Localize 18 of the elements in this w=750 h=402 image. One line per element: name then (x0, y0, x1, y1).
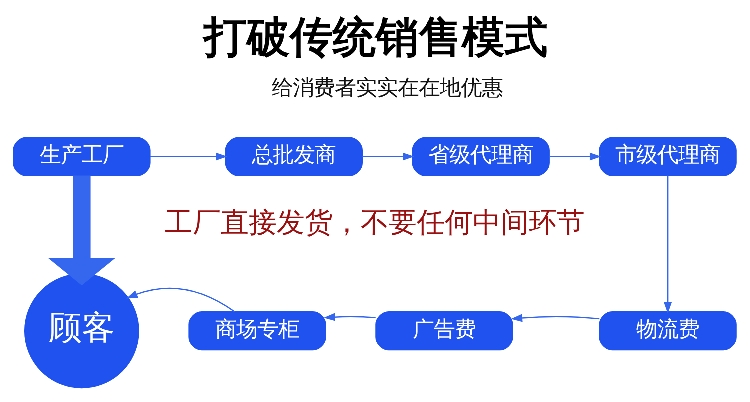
arrow (126, 288, 236, 312)
node-box: 市级代理商 (599, 137, 737, 176)
node-box: 生产工厂 (13, 137, 151, 176)
node-box: 省级代理商 (412, 137, 550, 176)
node-box: 物流费 (599, 312, 737, 351)
node-box: 总批发商 (225, 137, 363, 176)
label: 工厂直接发货，不要任何中间环节 (165, 206, 585, 240)
arrow (549, 152, 602, 161)
arrow (324, 313, 376, 322)
arrow (150, 152, 228, 161)
diagram-title: 打破传统销售模式 (204, 13, 548, 64)
arrow (362, 152, 414, 161)
arrow (511, 314, 600, 322)
label: 给消费者实实在在地优惠 (272, 76, 504, 102)
arrow (48, 176, 116, 286)
arrow (664, 176, 672, 314)
node-box: 广告费 (376, 312, 514, 351)
node-box: 商场专柜 (188, 312, 326, 351)
